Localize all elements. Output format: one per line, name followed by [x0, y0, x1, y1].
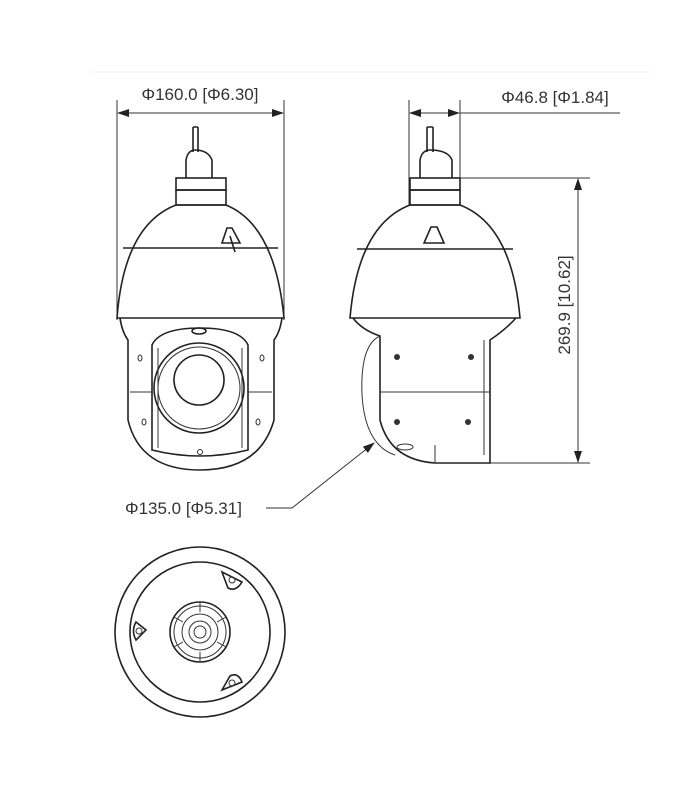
- front-view: Φ160.0 [Φ6.30]: [116, 85, 285, 471]
- mount-screw-icon: [220, 674, 244, 692]
- mount-screw-icon: [132, 620, 148, 642]
- alignment-mark-icon: [220, 227, 242, 253]
- bottom-diameter-callout: Φ135.0 [Φ5.31]: [125, 442, 375, 518]
- alignment-mark-icon: [422, 226, 446, 244]
- mount-diameter-dimension: Φ46.8 [Φ1.84]: [408, 88, 620, 205]
- height-label: 269.9 [10.62]: [555, 255, 574, 354]
- height-dimension: 269.9 [10.62]: [410, 177, 590, 464]
- mount-diameter-label: Φ46.8 [Φ1.84]: [501, 88, 608, 107]
- front-width-dimension: Φ160.0 [Φ6.30]: [116, 85, 285, 320]
- mount-screw-icon: [220, 570, 244, 590]
- front-width-label: Φ160.0 [Φ6.30]: [142, 85, 259, 104]
- side-view: Φ46.8 [Φ1.84] 269.9 [10.62]: [349, 88, 620, 464]
- bottom-diameter-label: Φ135.0 [Φ5.31]: [125, 499, 242, 518]
- bottom-view: [114, 546, 286, 718]
